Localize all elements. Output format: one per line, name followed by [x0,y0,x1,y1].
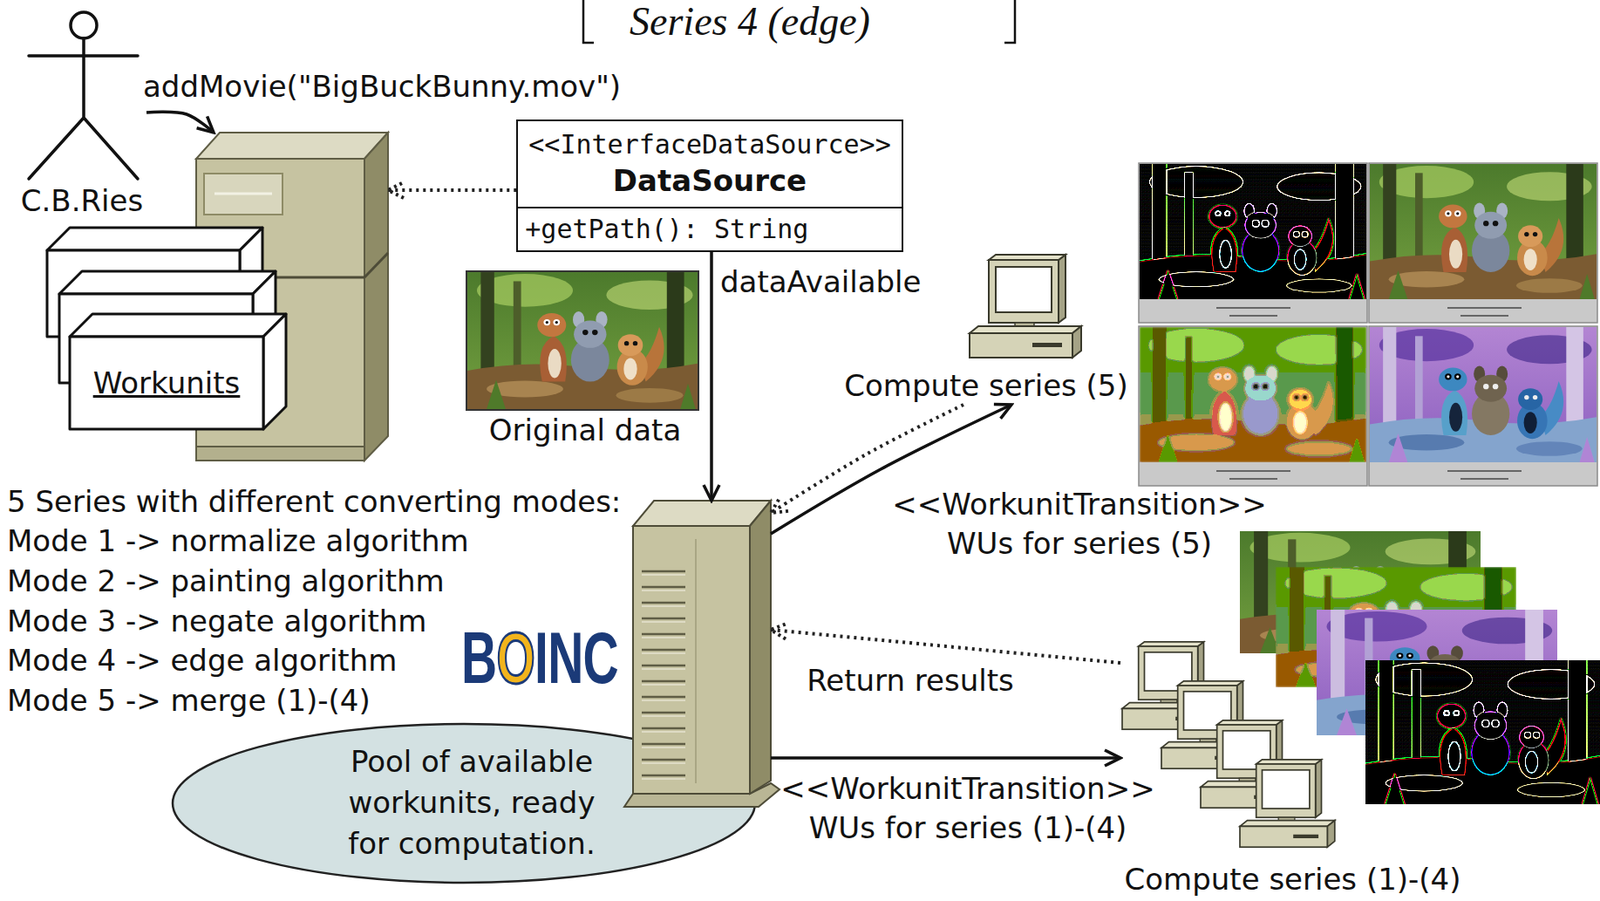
workunit-label: Workunits [93,365,241,401]
server-divider [694,538,697,783]
mode-item: Mode 1 -> normalize algorithm [6,523,470,559]
cabinet-top [196,132,389,159]
box-side [263,313,286,429]
cabinet-side [364,132,389,461]
painted-image [1139,326,1367,463]
bracket [583,0,1015,43]
original-frame [465,270,700,411]
server-icon [624,500,780,807]
box-top [69,313,286,337]
connector-label: dataAvailable [720,264,921,300]
class-name: DataSource [517,161,901,207]
caption-mark [1216,307,1291,316]
dotted-arrow [770,629,1121,663]
box-top [47,227,263,251]
computer-group-label: Compute series (1)-(4) [1124,861,1462,897]
negated-image [1369,326,1597,463]
logo-letter: I [534,616,548,699]
caption-mark [1447,307,1522,316]
logo-letter: O [496,616,535,699]
actor-name: C.B.Ries [20,183,143,218]
computer-icon [969,254,1082,358]
drawer-label [204,173,283,215]
boinc-logo: BOINC [461,620,619,695]
workunit-store: Workunits [47,132,389,464]
class-stereotype: <<InterfaceDataSource>> [517,121,901,162]
image-ground [1139,163,1367,300]
actor-figure: C.B.Ries [17,6,147,221]
grid-cell [1138,326,1368,486]
computer-stack [1122,641,1335,847]
logo-letter: B [461,616,497,699]
class-operation: +getPath(): String [517,206,901,251]
grid-cell [1368,326,1598,486]
solid-arrow [146,111,214,133]
result-grid [1138,163,1598,486]
cabinet-plinth [196,446,365,461]
mode-heading: 5 Series with different converting modes… [6,483,621,519]
computer-icon [1239,759,1335,847]
logo-letter: N [547,616,583,699]
edge-image [1365,660,1600,804]
server-slots [641,571,686,776]
box-front [69,336,264,429]
server-side [749,500,771,794]
logo-letter: C [583,616,619,699]
frame-border [465,270,700,411]
mode-item: Mode 5 -> merge (1)-(4) [6,682,371,718]
figure-head [70,12,97,39]
mode-item: Mode 2 -> painting algorithm [6,563,445,599]
server-front [633,525,750,794]
series-title: Series 4 (edge) [629,1,871,42]
edge-image [1139,163,1367,300]
class-box: <<InterfaceDataSource>>DataSource+getPat… [516,119,903,252]
server-slot-light [641,574,686,779]
grid-cell [1368,163,1598,323]
drawer-line [364,252,389,278]
stick-figure [28,12,138,179]
box-top [59,271,276,294]
caption-mark [1447,470,1522,479]
connector-label: addMovie("BigBuckBunny.mov") [142,68,621,104]
computer-label: Compute series (5) [844,367,1129,403]
bracket-left [583,0,594,43]
server-top [633,500,771,526]
normalized-image [1369,163,1597,300]
connector-label: Return results [806,662,1015,698]
server-tower: Pool of available workunits, ready for c… [633,500,771,807]
frame-image [467,272,698,409]
mode-item: Mode 4 -> edge algorithm [6,642,397,678]
workunit-boxes [47,227,286,429]
connector-label: <<WorkunitTransition>> WUs for series (1… [762,769,1173,848]
bracket-right [1004,0,1015,43]
solid-arrow [709,251,714,501]
image-ground [1365,660,1600,804]
figure-body [28,38,138,179]
caption-mark [1216,470,1291,479]
dotted-arrow [388,188,517,192]
pool-note: Pool of available workunits, ready for c… [327,741,616,865]
grid-cell [1138,163,1368,323]
client-computer-group: Compute series (1)-(4) [1120,640,1465,899]
drawer-label-mark [214,192,273,196]
connector-label: <<WorkunitTransition>> WUs for series (5… [874,484,1285,564]
solid-arrow [770,755,1121,760]
mode-item: Mode 3 -> negate algorithm [6,603,427,639]
image-caption: Original data [489,412,681,448]
